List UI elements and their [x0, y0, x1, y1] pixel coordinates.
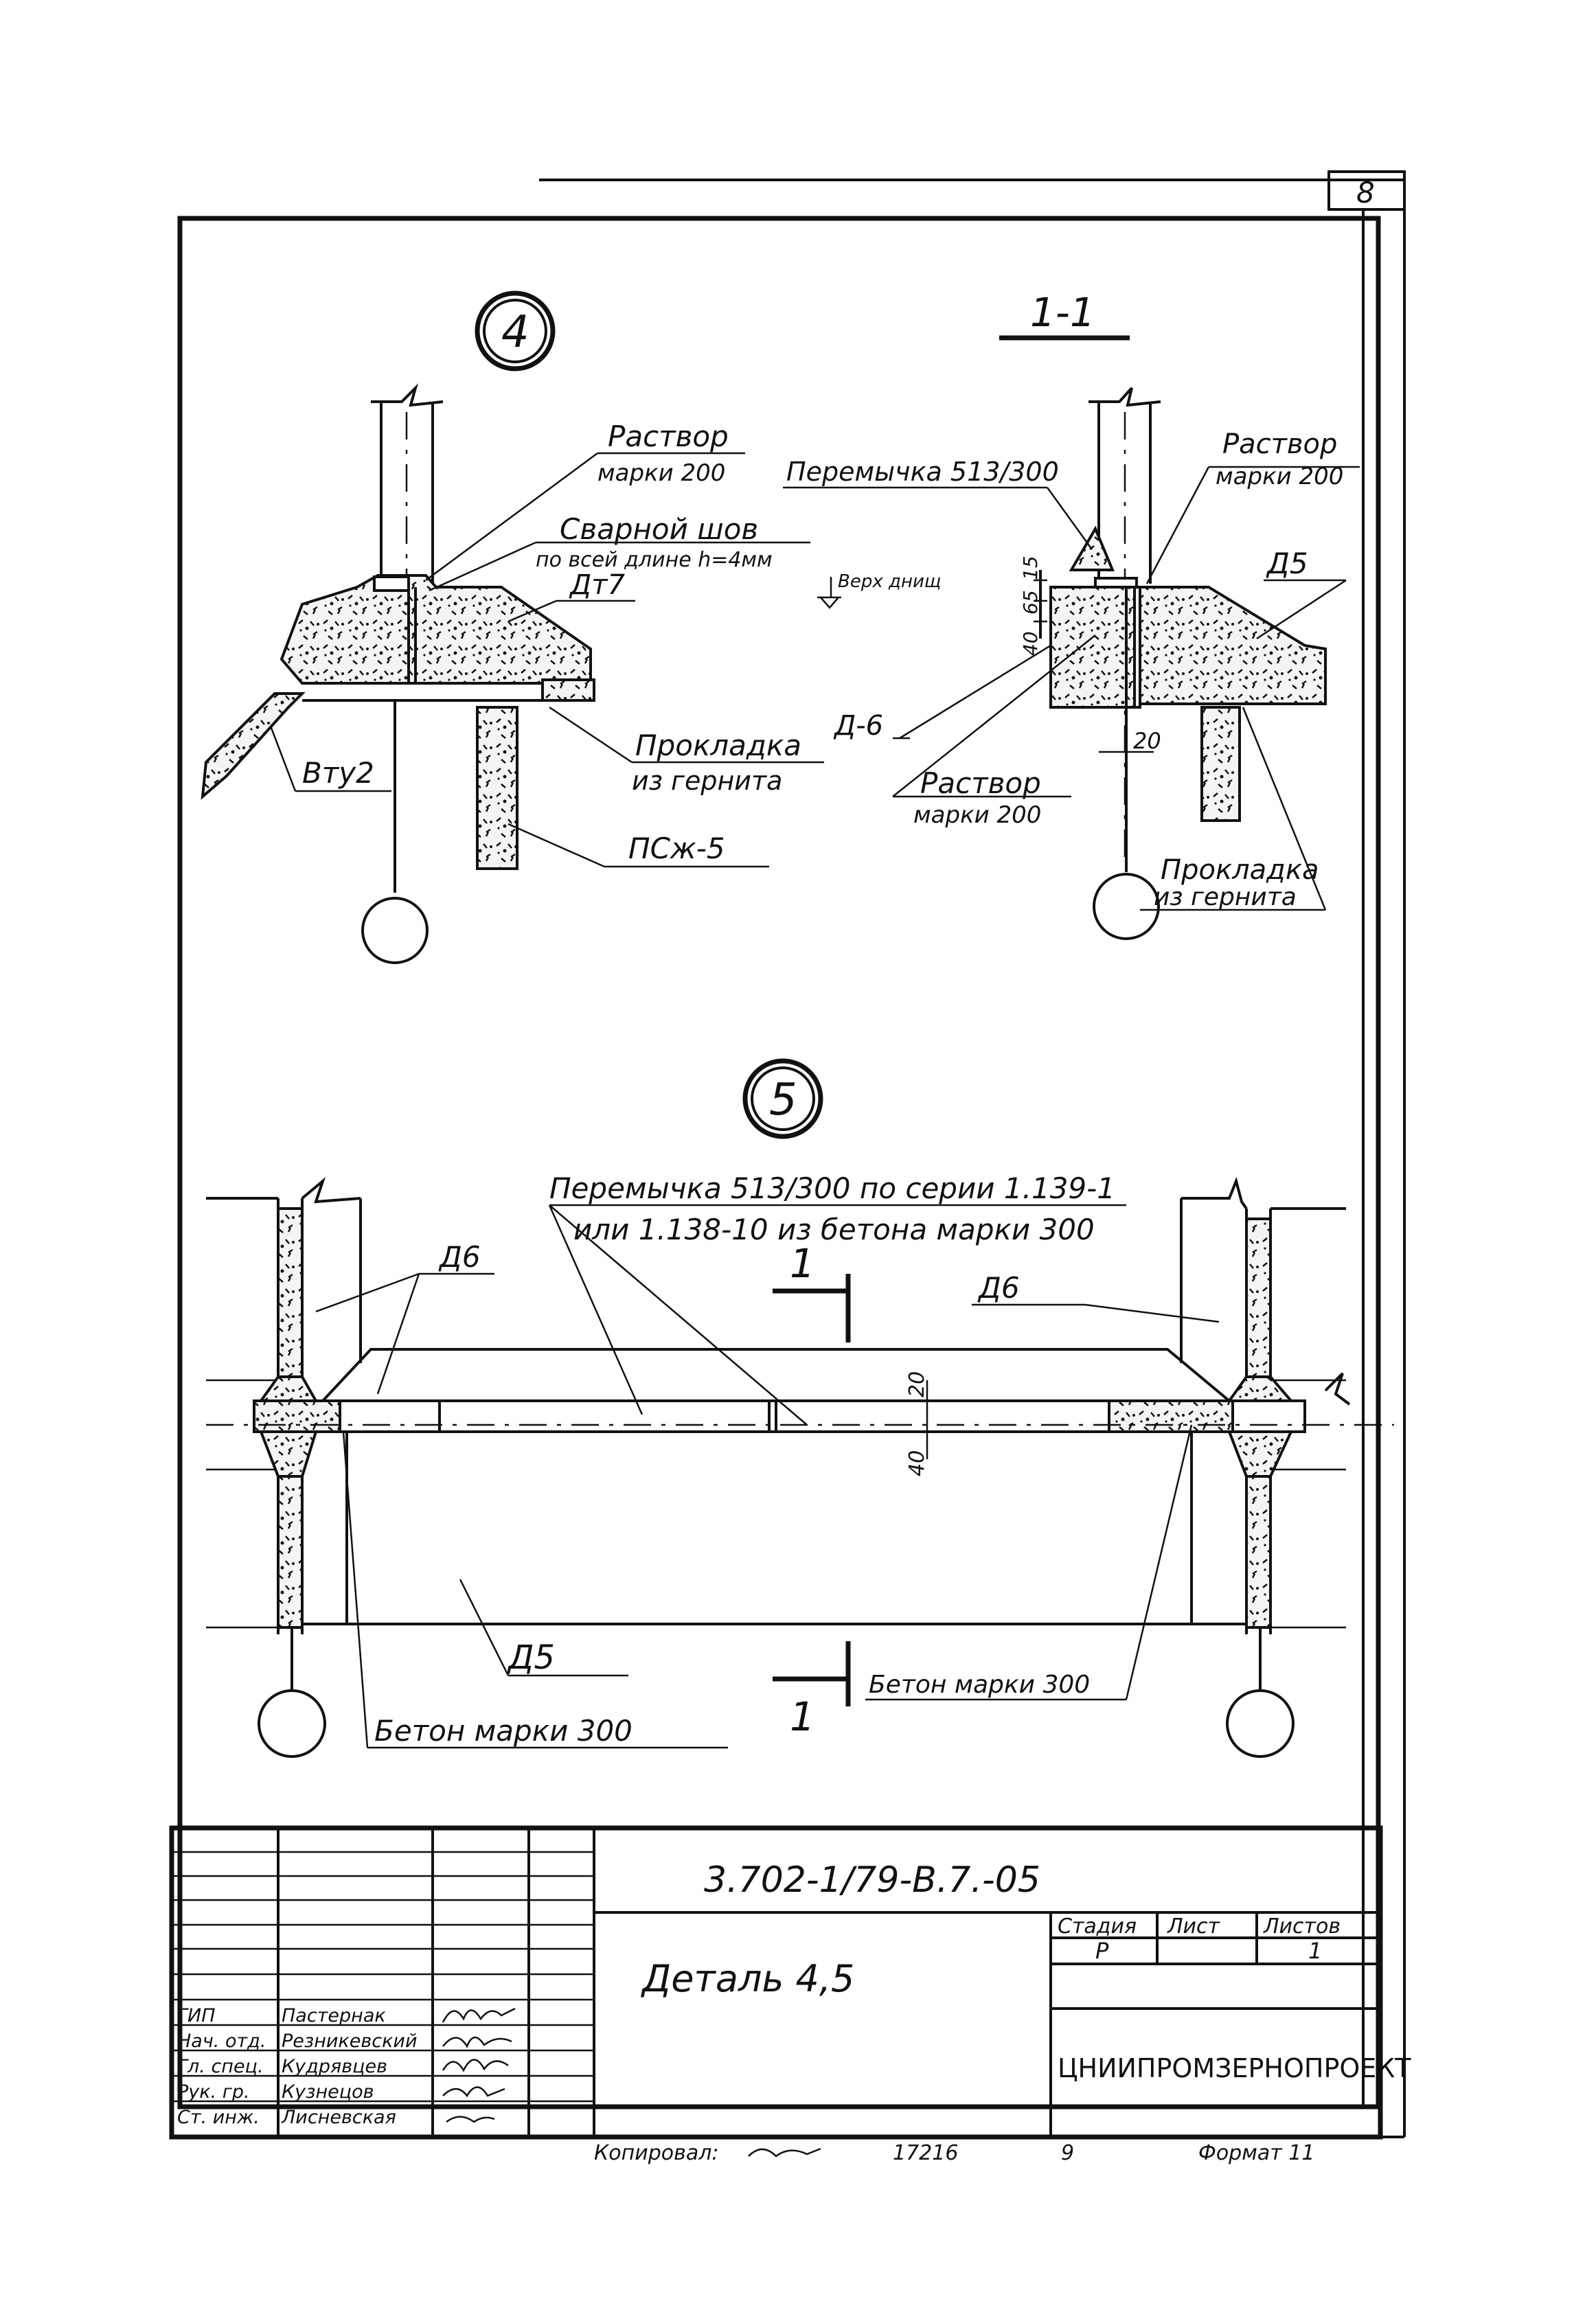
detail-4-axis-bubble [361, 897, 429, 964]
detail-5-concrete-right-label: Бетон марки 300 [869, 1671, 1090, 1699]
detail-5-concrete-left-label: Бетон марки 300 [374, 1714, 632, 1748]
detail-4: 4 Раствор марки 200 Св [201, 290, 824, 964]
section-gasket-label-1: Прокладка [1161, 854, 1319, 886]
section-1-1: 1-1 40 65 15 Верх днищ 20 [783, 289, 1360, 940]
detail-5-lintel-label-1: Перемычка 513/300 по серии 1.139-1 [549, 1171, 1115, 1205]
title-block-title: Деталь 4,5 [641, 1957, 854, 2000]
detail-5-cut-bottom: 1 [790, 1693, 815, 1740]
detail-4-slab [280, 574, 592, 685]
name-1: Пастернак [282, 2005, 386, 2026]
detail-5: 5 [206, 1058, 1394, 1758]
title-block-code: 3.702-1/79-В.7.-05 [704, 1860, 1040, 1901]
signature-4 [442, 2086, 505, 2098]
footer-signature [748, 2147, 821, 2158]
detail-5-axis-bubble-right [1226, 1689, 1295, 1758]
section-gasket-label-2: из гернита [1154, 883, 1297, 911]
detail-4-gasket-label-1: Прокладка [635, 729, 801, 762]
detail-5-d5-label: Д5 [507, 1638, 555, 1677]
section-mortar-top-label-2: марки 200 [1216, 463, 1343, 490]
title-block-org: ЦНИИПРОМЗЕРНОПРОЕКТ [1058, 2053, 1411, 2083]
detail-5-cut-top: 1 [790, 1240, 815, 1287]
title-block-value-stage: Р [1095, 1938, 1109, 1964]
detail-5-d6-right-label: Д6 [977, 1271, 1020, 1305]
name-4: Кузнецов [282, 2081, 374, 2103]
section-axis-bubble [1093, 873, 1160, 940]
role-1: ГИП [177, 2005, 216, 2026]
section-d5-label: Д5 [1266, 547, 1308, 580]
section-dim-15: 15 [1019, 556, 1042, 580]
detail-5-dim-40: 40 [905, 1450, 929, 1476]
detail-4-dt7-label: Дт7 [569, 569, 626, 601]
detail-5-number: 5 [769, 1075, 797, 1125]
detail-4-gasket-label-2: из гернита [632, 766, 782, 796]
name-2: Резникевский [282, 2031, 418, 2052]
detail-4-weld-label-2: по всей длине h=4мм [536, 548, 773, 572]
signature-5 [446, 2116, 495, 2123]
detail-5-lintel-label-2: или 1.138-10 из бетона марки 300 [573, 1213, 1095, 1246]
signature-2 [442, 2036, 512, 2048]
signature-1 [442, 2007, 516, 2023]
sheet-number: 8 [1356, 176, 1375, 209]
detail-5-bottom-plate [319, 1348, 1233, 1402]
detail-4-number: 4 [501, 307, 529, 358]
detail-4-vtu2-label: Вту2 [302, 756, 374, 790]
detail-5-marker [742, 1058, 823, 1139]
name-5: Лисневская [281, 2107, 396, 2128]
footer-format: Формат 11 [1198, 2141, 1314, 2165]
section-dim-40: 40 [1019, 631, 1042, 656]
section-dim-20: 20 [1133, 728, 1161, 754]
detail-5-dim-20: 20 [905, 1371, 929, 1397]
section-1-1-title: 1-1 [1030, 289, 1095, 336]
name-3: Кудрявцев [282, 2056, 387, 2077]
detail-4-weld-label-1: Сварной шов [560, 512, 758, 546]
detail-4-mortar-label-2: марки 200 [597, 459, 725, 487]
detail-4-mortar-label-1: Раствор [608, 420, 729, 453]
section-mortar-bottom-label-1: Раствор [920, 766, 1041, 800]
detail-5-axis-bubble-left [258, 1689, 326, 1758]
section-mortar-top-label-1: Раствор [1222, 428, 1337, 460]
section-d6-label: Д-6 [833, 710, 883, 742]
detail-4-marker [475, 290, 556, 371]
footer: Копировал: 17216 9 Формат 11 [594, 2141, 1314, 2165]
detail-4-psj5-label: ПСж-5 [628, 832, 725, 865]
title-block-value-sheets: 1 [1308, 1938, 1322, 1964]
footer-page: 9 [1061, 2141, 1074, 2165]
signature-3 [442, 2059, 509, 2072]
section-mortar-bottom-label-2: марки 200 [913, 801, 1041, 829]
section-partition [1200, 706, 1241, 822]
title-block-header-stage: Стадия [1058, 1914, 1137, 1939]
title-block-header-sheet: Лист [1167, 1914, 1221, 1939]
role-5: Ст. инж. [177, 2107, 260, 2128]
title-block-header-sheets: Листов [1263, 1914, 1341, 1939]
section-dim-65: 65 [1019, 590, 1042, 615]
detail-4-partition [476, 706, 518, 870]
section-top-bottom-label: Верх днищ [838, 571, 941, 592]
role-3: Гл. спец. [177, 2056, 264, 2077]
section-lintel-label: Перемычка 513/300 [786, 457, 1059, 487]
role-4: Рук. гр. [177, 2081, 250, 2103]
title-block: 3.702-1/79-В.7.-05 Деталь 4,5 Стадия Лис… [169, 1825, 1411, 2140]
footer-copied: Копировал: [594, 2141, 719, 2165]
detail-5-d6-left-label: Д6 [438, 1240, 481, 1274]
role-2: Нач. отд. [177, 2031, 266, 2052]
footer-inv: 17216 [893, 2141, 958, 2165]
